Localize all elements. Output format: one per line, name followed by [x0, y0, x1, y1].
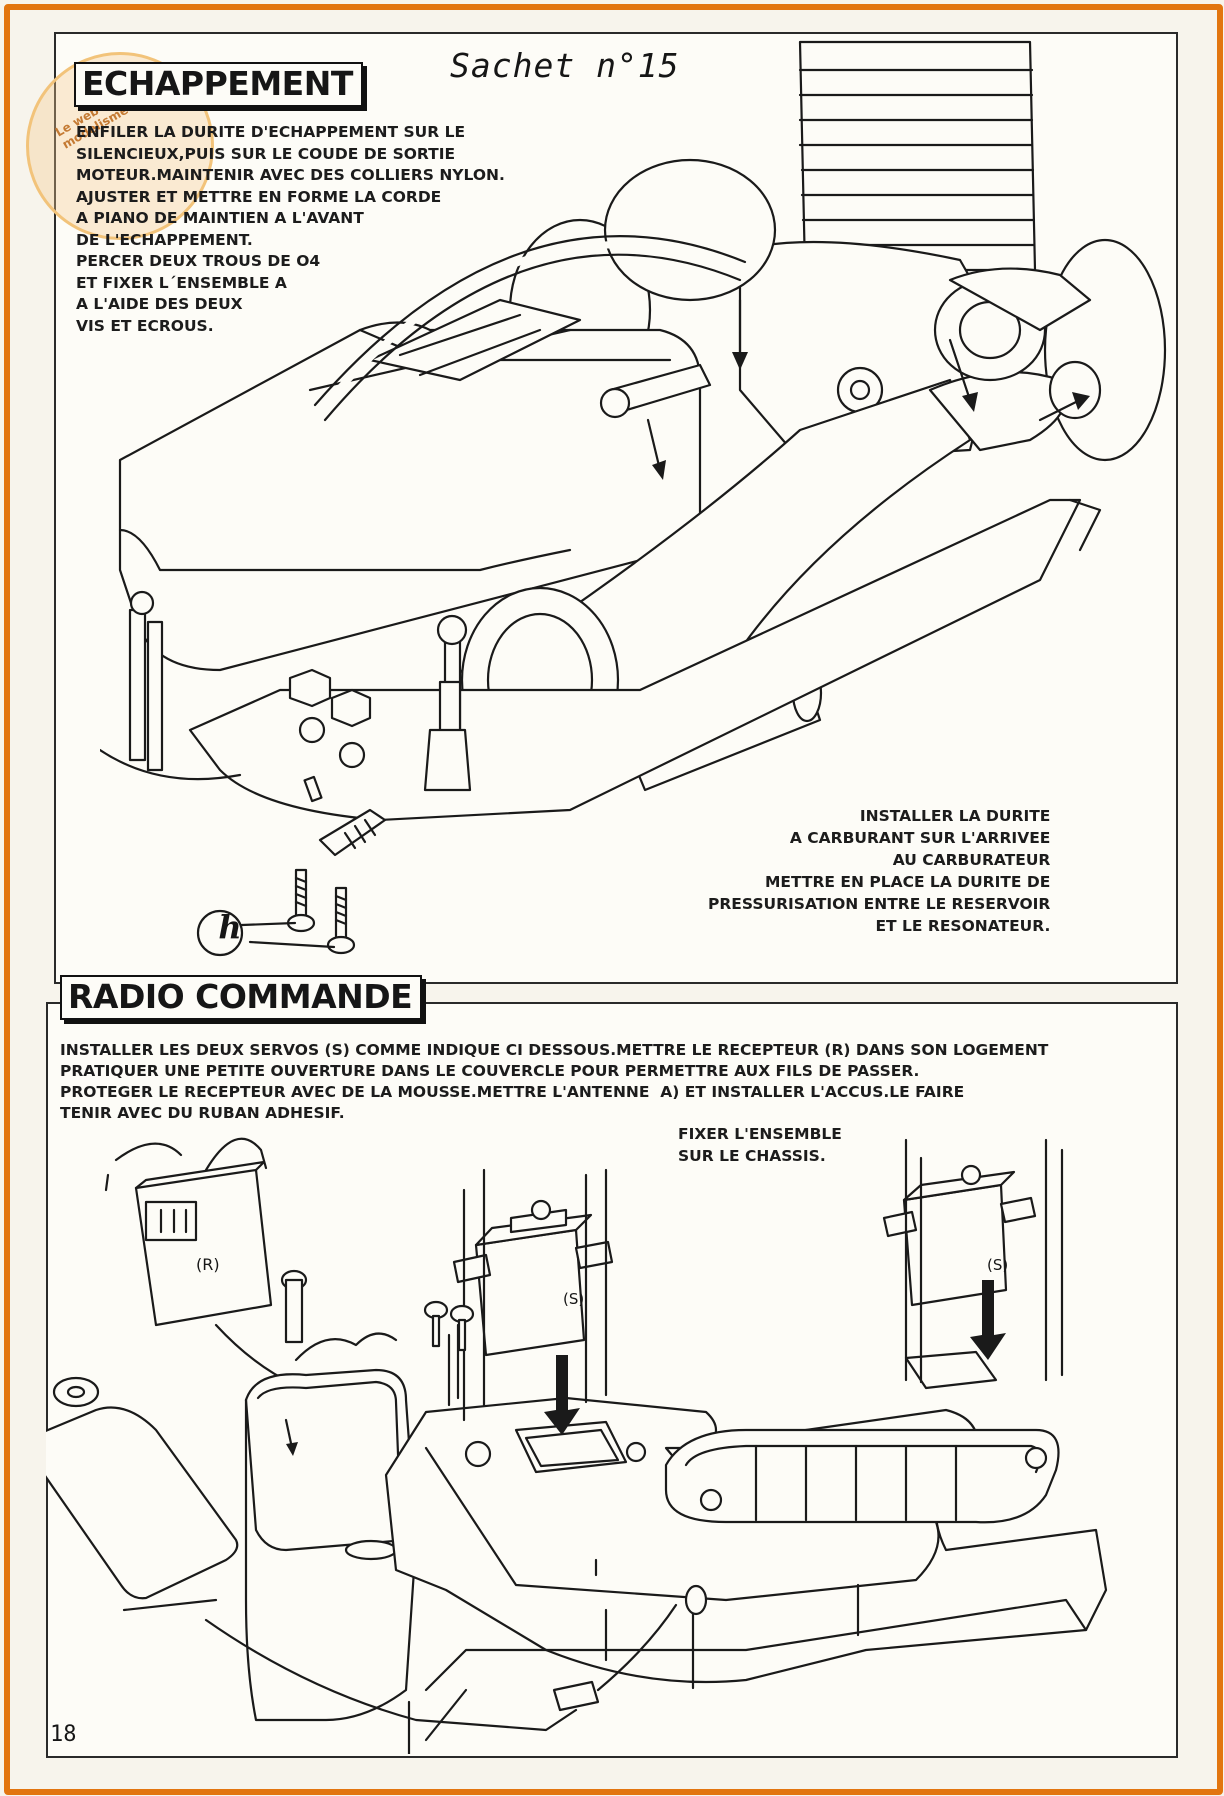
chassis-note: FIXER L'ENSEMBLE SUR LE CHASSIS. [678, 1125, 842, 1165]
tank-cap [368, 298, 582, 382]
servo-left [452, 1168, 614, 1422]
servo-right-label: (S) [987, 1256, 1009, 1274]
receiver-label: (R) [196, 1255, 220, 1274]
screws-h [196, 868, 356, 957]
part-label-h: h [218, 908, 242, 946]
assembly-arrows [646, 298, 1090, 480]
radio-heading: RADIO COMMANDE [60, 975, 423, 1020]
engine-cylinder-head [798, 40, 1037, 272]
servo-well-right [904, 1350, 998, 1390]
page-number: 18 [50, 1722, 77, 1747]
servo-right [882, 1138, 1064, 1384]
engine-exhaust-illustration [100, 40, 1167, 957]
receiver [104, 1137, 348, 1402]
page-border [4, 4, 1223, 1795]
fastener-set [288, 614, 472, 857]
echappement-heading: ECHAPPEMENT [74, 62, 363, 107]
fuel-line-note: INSTALLER LA DURITE A CARBURANT SUR L'AR… [708, 807, 1051, 935]
servo-well-left [514, 1420, 628, 1474]
bag-title: Sachet n°15 [450, 46, 680, 85]
radio-instructions: INSTALLER LES DEUX SERVOS (S) COMME INDI… [60, 1041, 1049, 1122]
mounting-screws [407, 1300, 860, 1754]
echappement-instructions: ENFILER LA DURITE D'ECHAPPEMENT SUR LE S… [76, 123, 505, 335]
servo-left-label: (S) [563, 1290, 585, 1308]
servo-arrow-right [970, 1280, 1006, 1360]
radio-install-illustration [46, 1137, 1108, 1754]
battery-pack [664, 1428, 1060, 1524]
servo-arrow-left [544, 1355, 580, 1435]
chassis-plate [188, 498, 1082, 822]
antenna-wire [204, 1618, 578, 1732]
battery-lid [46, 1406, 239, 1600]
